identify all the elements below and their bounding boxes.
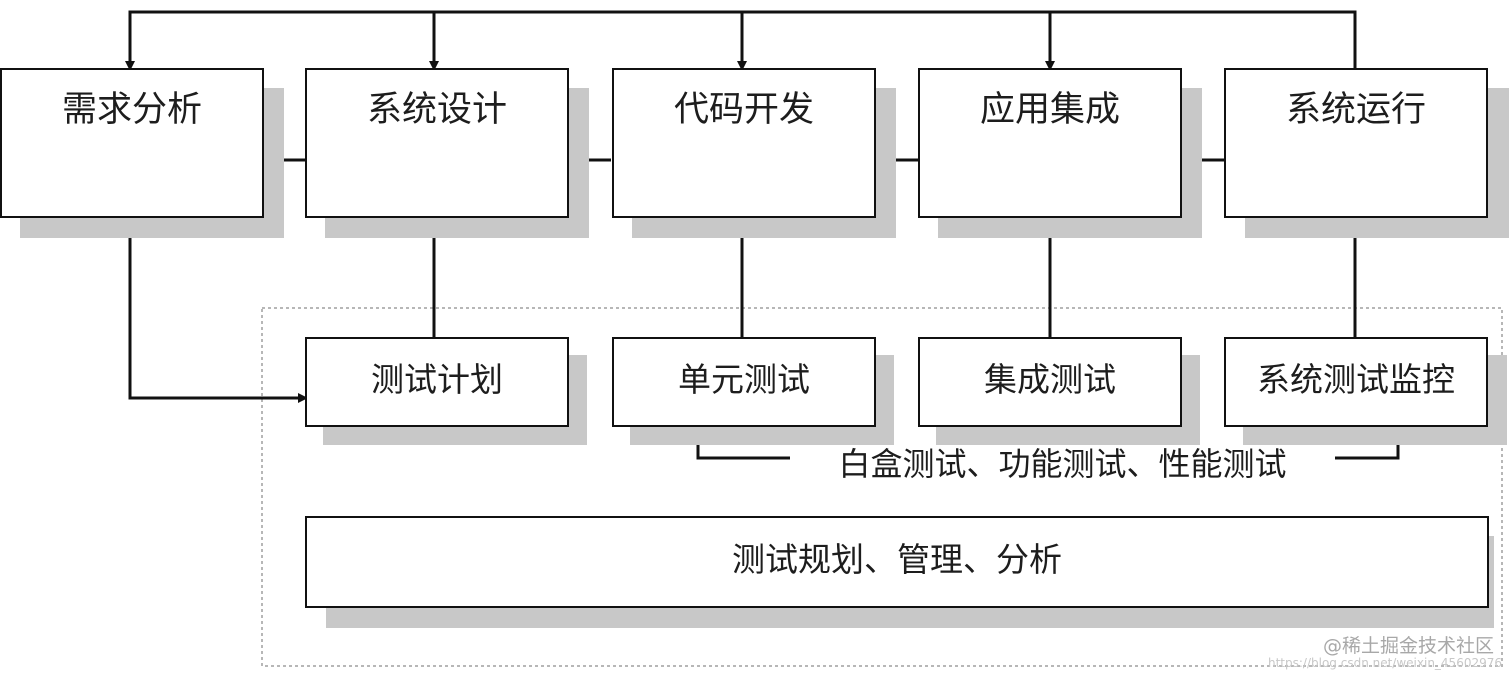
- application-integration-label: 应用集成: [979, 90, 1120, 130]
- test-area-dotted-frame: [261, 307, 1503, 667]
- testing-management-bar: 测试规划、管理、分析: [305, 516, 1489, 608]
- system-design-box: 系统设计: [305, 68, 569, 218]
- system-operation-box: 系统运行: [1224, 68, 1488, 218]
- integration-test-box: 集成测试: [918, 337, 1182, 427]
- code-development-label: 代码开发: [673, 90, 814, 130]
- system-design-label: 系统设计: [366, 90, 507, 130]
- test-types-label: 白盒测试、功能测试、性能测试: [838, 445, 1287, 483]
- unit-test-label: 单元测试: [678, 360, 810, 399]
- watermark-url: https://blog.csdn.net/weixin_45602976: [1267, 656, 1502, 670]
- code-development-box: 代码开发: [612, 68, 876, 218]
- requirements-to-plan-line: [128, 218, 296, 400]
- system-operation-label: 系统运行: [1285, 90, 1426, 130]
- testing-management-label: 测试规划、管理、分析: [732, 540, 1062, 579]
- integration-test-label: 集成测试: [984, 360, 1116, 399]
- system-test-monitoring-label: 系统测试监控: [1257, 360, 1455, 399]
- test-plan-box: 测试计划: [305, 337, 569, 427]
- requirements-analysis-label: 需求分析: [61, 90, 202, 130]
- unit-test-box: 单元测试: [612, 337, 876, 427]
- requirements-analysis-box: 需求分析: [0, 68, 264, 218]
- application-integration-box: 应用集成: [918, 68, 1182, 218]
- test-plan-label: 测试计划: [371, 360, 503, 399]
- watermark-site: @稀土掘金技术社区: [1322, 635, 1494, 657]
- system-test-monitoring-box: 系统测试监控: [1224, 337, 1488, 427]
